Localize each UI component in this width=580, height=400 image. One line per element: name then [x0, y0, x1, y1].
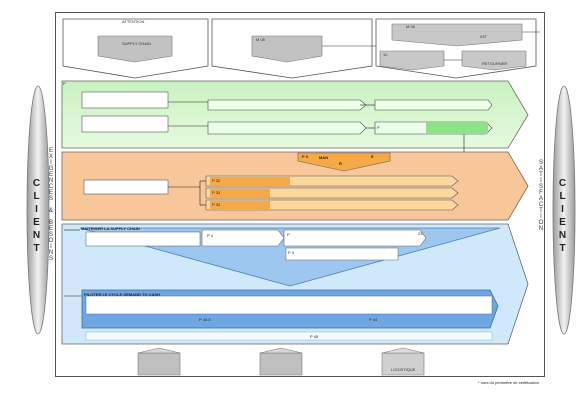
orange-row-1: P 32: [212, 178, 221, 183]
orange-header-mid: MAN: [319, 155, 329, 160]
orange-row-3: P 33: [212, 202, 221, 207]
green-row2-label: P: [377, 125, 380, 130]
blue-p44b: P 44: [369, 317, 378, 322]
bottom-logistique-label: LOGISTIQUE: [391, 367, 416, 372]
process-bands-svg: [61, 80, 529, 345]
client-left-label: CLIENT: [31, 178, 42, 256]
top-box3-sub1: 03T: [480, 34, 487, 39]
orange-row-2: P 33: [212, 190, 221, 195]
top-box3-inner: RETOURNER: [482, 61, 508, 66]
satisfaction-label: SATISFACTION: [538, 160, 544, 232]
blue-p44a: P 44.3: [199, 317, 211, 322]
orange-header-left: P 3: [302, 154, 308, 159]
orange-header-right: E: [371, 154, 374, 159]
green-band-label: P: [63, 81, 66, 86]
client-right-label: CLIENT: [557, 178, 568, 256]
blue-p45: P 45: [310, 334, 319, 339]
client-right-ellipse: [552, 85, 576, 335]
bottom-chevrons-svg: [137, 347, 425, 376]
top-box3-label: M 06: [406, 24, 415, 29]
top-box1-title: ATTENTION: [122, 19, 145, 24]
footnote: * hors du périmètre de certification: [478, 380, 539, 385]
blue-p4: P 4: [207, 233, 213, 238]
top-box3-sub2: 10: [383, 52, 388, 57]
blue-p4-right: P: [287, 232, 290, 237]
blue-bottom-title: PILOTER LE CYCLE DEMAND TO CASH: [84, 292, 160, 297]
top-boxes-svg: [62, 18, 540, 79]
exigences-besoins-label: EXIGENCES & BESOINS: [48, 148, 54, 262]
top-box1-inner: SUPPLY CHAIN: [122, 41, 151, 46]
blue-p4-right2: 23: [418, 231, 423, 236]
blue-title: MAITRISER LA SUPPLY CHAIN: [81, 226, 140, 231]
blue-p4-lower: P 4: [288, 250, 294, 255]
orange-header-bottom: R: [339, 161, 342, 166]
top-box2-label: M 05: [256, 37, 265, 42]
client-left-ellipse: [26, 85, 50, 335]
